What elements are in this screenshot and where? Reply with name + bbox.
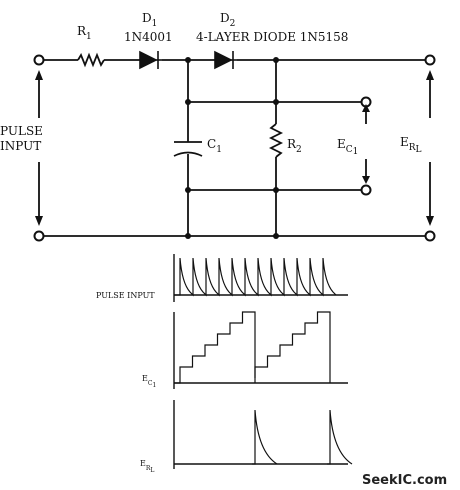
erl-spike-1 <box>252 409 278 465</box>
circuit-wires <box>38 52 431 237</box>
waveform-erl-label: ERL <box>140 459 154 474</box>
arrowheads <box>35 70 434 226</box>
terminal-input-top <box>33 54 45 66</box>
erl-spike-2 <box>327 409 353 465</box>
d1-part-label: 1N4001 <box>124 30 173 44</box>
ec1-label: EC1 <box>337 137 358 157</box>
r2-label: R2 <box>287 137 302 155</box>
waveform-pulse-input-label: PULSE INPUT <box>96 291 155 300</box>
pulse-input-label-line2: INPUT <box>0 139 41 153</box>
waveform-ec1 <box>174 311 331 384</box>
waveform-erl <box>252 409 353 465</box>
waveform-axes <box>173 254 348 469</box>
diode-d2-symbol <box>214 50 237 70</box>
ec1-cycle-1 <box>174 311 256 384</box>
waveform-ec1-label: EC1 <box>142 374 156 389</box>
erl-label: ERL <box>400 135 422 155</box>
r1-label: R1 <box>77 24 92 42</box>
c1-label: C1 <box>207 137 222 155</box>
junction-dots <box>185 57 279 239</box>
d1-label: D1 <box>142 11 157 29</box>
diode-d1-symbol <box>139 50 162 70</box>
pulse-input-trace <box>174 257 337 297</box>
ec1-cycle-2 <box>254 311 331 383</box>
resistor-r1-symbol <box>77 52 105 68</box>
terminals <box>33 54 436 242</box>
terminal-output-bottom <box>424 230 436 242</box>
terminal-ec1-bottom <box>360 184 372 196</box>
watermark: SeekIC.com <box>362 473 447 488</box>
d2-part-label: 4-LAYER DIODE 1N5158 <box>196 30 348 44</box>
terminal-input-bottom <box>33 230 45 242</box>
d2-label: D2 <box>220 11 235 29</box>
terminal-output-top <box>424 54 436 66</box>
pulse-input-label-line1: PULSE <box>0 124 43 138</box>
capacitor-c1-symbol <box>173 141 203 157</box>
resistor-r2-symbol <box>268 123 284 158</box>
waveform-pulse-input <box>174 257 337 297</box>
